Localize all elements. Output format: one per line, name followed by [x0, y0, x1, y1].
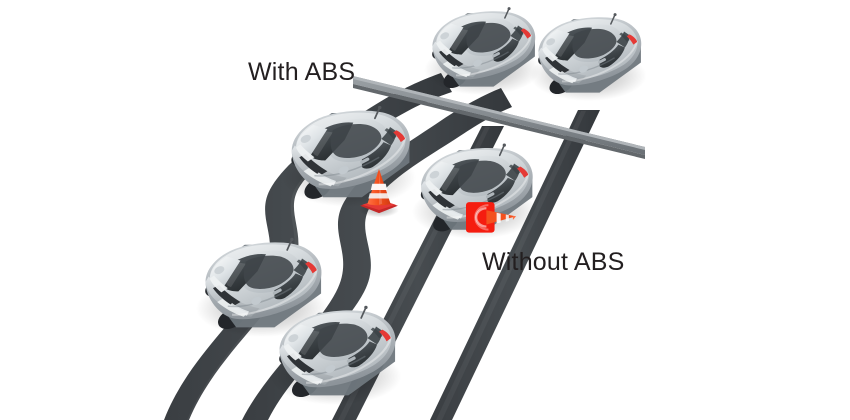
car-abs-mid: [280, 104, 418, 208]
car-abs-end: [423, 6, 542, 97]
car-no-abs-end: [529, 12, 648, 103]
stop-line: [353, 76, 645, 159]
label-with-abs: With ABS: [248, 58, 356, 86]
label-without-abs: Without ABS: [482, 248, 625, 276]
